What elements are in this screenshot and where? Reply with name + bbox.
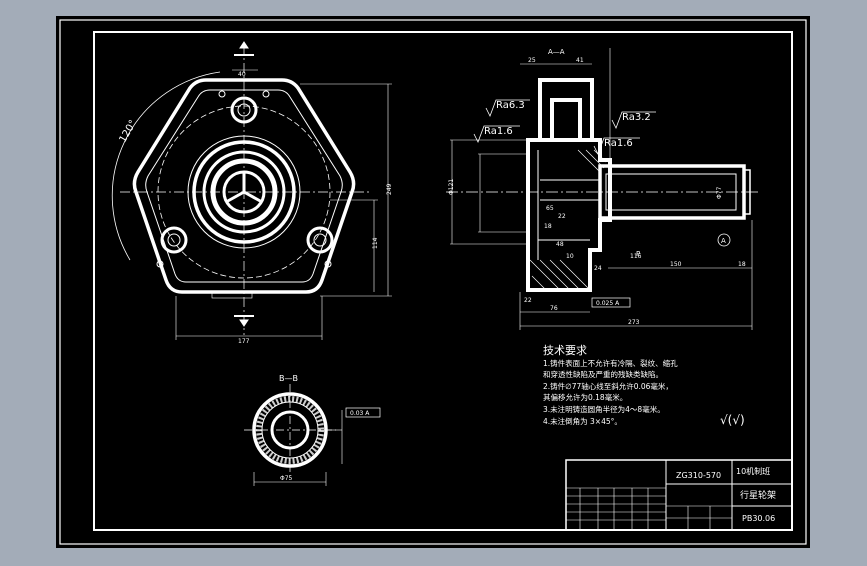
tech-line-2: 和穿透性缺陷及严重的残缺类缺陷。: [543, 369, 663, 379]
dim-18b: 18: [738, 261, 746, 268]
section-aa-label: A—A: [548, 48, 565, 56]
dim-22: 22: [558, 213, 566, 220]
dim-18: 18: [544, 223, 552, 230]
tolerance-right: 0.025 A: [596, 300, 620, 307]
section-bb-label: B—B: [279, 374, 298, 383]
class-cell: 10机制班: [736, 466, 770, 476]
dim-65: 65: [546, 205, 554, 212]
dim-25: 25: [528, 57, 536, 64]
tech-line-5: 3.未注明铸造圆角半径为4～8毫米。: [543, 404, 665, 414]
dim-150: 150: [670, 261, 682, 268]
plan-view: [111, 41, 392, 340]
roughness-2: Ra1.6: [484, 126, 513, 137]
roughness-1: Ra6.3: [496, 100, 525, 111]
datum-p: P: [636, 250, 640, 258]
roughness-3: Ra3.2: [622, 112, 651, 123]
tech-line-4: 其偏移允许为0.18毫米。: [543, 392, 627, 402]
dim-41: 41: [576, 57, 584, 64]
dim-48: 48: [556, 241, 564, 248]
material-cell: ZG310-570: [676, 471, 721, 480]
dim-10: 10: [566, 253, 574, 260]
roughness-4: Ra1.6: [604, 138, 633, 149]
drawing-no-cell: PB30.06: [742, 514, 775, 523]
inner-border: [93, 31, 793, 531]
section-aa: [446, 48, 760, 330]
dim-24: 24: [594, 265, 602, 272]
dim-76: 76: [550, 305, 558, 312]
dim-bb: Φ75: [280, 475, 293, 482]
dim-249: 249: [386, 183, 393, 195]
tech-line-1: 1.铸件表面上不允许有冷隔、裂纹、缩孔: [543, 358, 678, 368]
tolerance-bb: 0.03 A: [350, 410, 370, 417]
tech-line-3: 2.铸件∅77轴心线至斜允许0.06毫米，: [543, 381, 673, 391]
part-name-cell: 行星轮架: [740, 489, 776, 501]
dim-273: 273: [628, 319, 640, 326]
model-space: [56, 16, 810, 548]
dim-22b: 22: [524, 297, 532, 304]
tech-line-6: 4.未注倒角为 3×45°。: [543, 416, 622, 426]
dim-114: 114: [372, 237, 379, 249]
dim-phi77: Φ77: [716, 186, 723, 199]
outer-border: [59, 19, 807, 545]
title-block: [565, 459, 793, 531]
dim-40: 40: [238, 71, 246, 78]
dim-phi121: Φ121: [448, 179, 455, 195]
dim-177: 177: [238, 338, 250, 345]
section-bb: [244, 384, 381, 486]
tech-title: 技术要求: [543, 344, 587, 357]
dim-116: 116: [630, 253, 642, 260]
datum-a: A: [721, 237, 726, 245]
general-roughness: √(√): [720, 413, 745, 427]
